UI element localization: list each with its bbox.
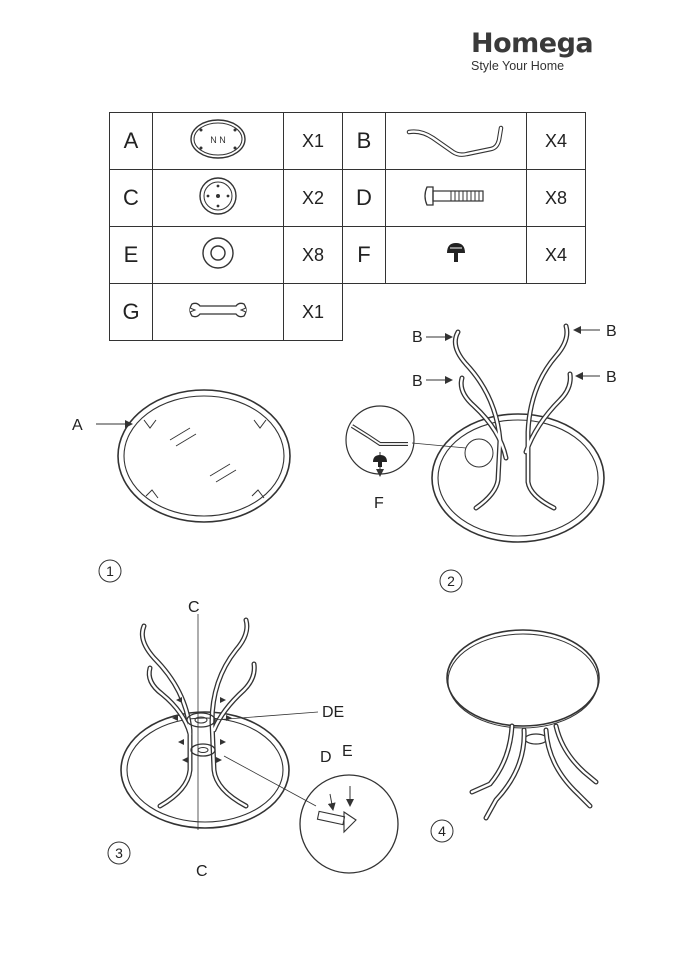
- label-c: C: [196, 863, 208, 880]
- part-letter: E: [109, 226, 153, 284]
- step-4-finished-table: [446, 629, 600, 821]
- label-a: A: [72, 417, 83, 434]
- parts-row: A N N X1 B X4: [109, 112, 586, 170]
- label-f: F: [374, 495, 384, 512]
- step-1-tabletop: [96, 389, 291, 523]
- label-e: E: [342, 743, 353, 760]
- parts-row: E X8 F X4: [109, 226, 586, 284]
- step-3-center-discs: [120, 614, 399, 874]
- label-b: B: [412, 329, 423, 346]
- brand-logo: Homega Style Your Home: [471, 28, 621, 74]
- part-letter: B: [342, 112, 386, 170]
- center-disc-icon: [152, 169, 284, 227]
- label-b: B: [412, 373, 423, 390]
- label-de: DE: [322, 704, 344, 721]
- part-qty: X1: [283, 283, 343, 341]
- rubber-stopper-icon: [385, 226, 527, 284]
- step-number: 2: [447, 573, 455, 589]
- brand-tagline: Style Your Home: [471, 59, 565, 73]
- part-qty: X1: [283, 112, 343, 170]
- bolt-icon: [385, 169, 527, 227]
- brand-name: Homega: [471, 28, 594, 59]
- label-d: D: [320, 749, 332, 766]
- parts-table: A N N X1 B X4 C: [109, 112, 586, 341]
- label-c: C: [188, 599, 200, 616]
- step-number: 1: [106, 563, 114, 579]
- part-marking: N N: [210, 135, 226, 145]
- part-qty: X8: [283, 226, 343, 284]
- step-2-legs: [345, 323, 605, 543]
- leg-icon: [385, 112, 527, 170]
- step-number: 3: [115, 845, 123, 861]
- label-b: B: [606, 323, 617, 340]
- label-b: B: [606, 369, 617, 386]
- part-qty: X4: [526, 112, 586, 170]
- parts-row: C X2 D X8: [109, 169, 586, 227]
- step-number: 4: [438, 823, 446, 839]
- part-qty: X4: [526, 226, 586, 284]
- parts-row: G X1: [109, 283, 586, 341]
